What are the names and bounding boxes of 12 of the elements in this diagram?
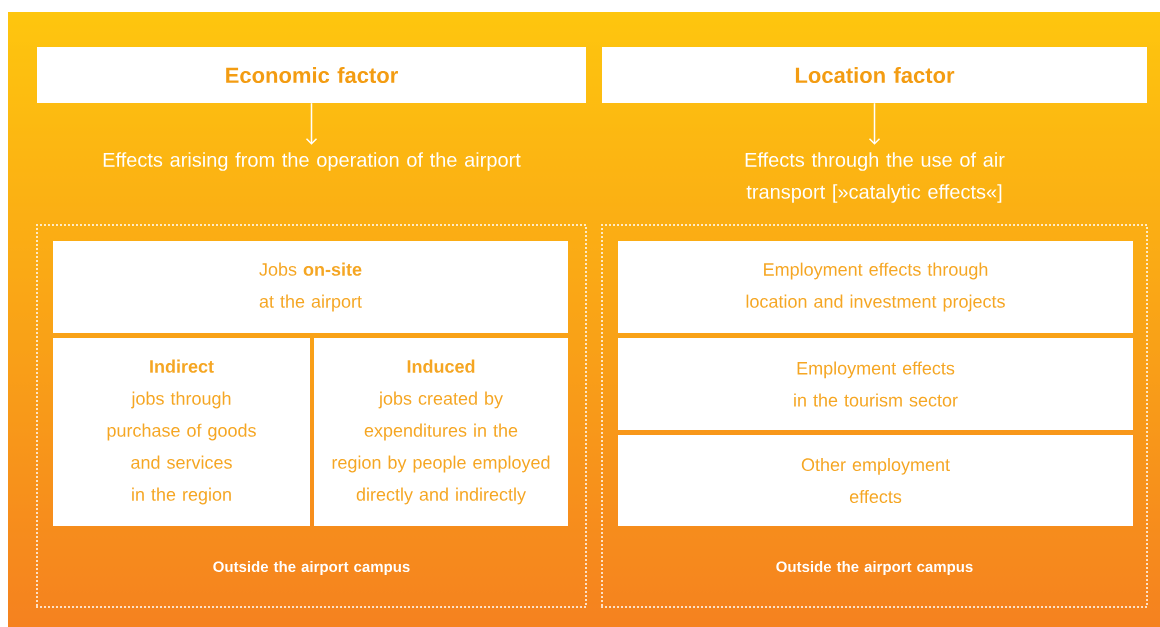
arrow (305, 102, 318, 145)
effect-box: Induced jobs created by expenditures in the region by people employed directly and indirectly (314, 338, 568, 526)
effect-box: Indirect jobs through purchase of goods and services in the region (53, 338, 310, 526)
effect-box: Jobs on-site at the airport (53, 241, 568, 333)
effect-heading: Effects arising from the operation of the airport (103, 152, 521, 171)
effect-heading: Effects through the use of air transport [»catalytic effects«] (745, 152, 1005, 203)
effect-box: Employment effects in the tourism sector (618, 338, 1133, 430)
factor-box: Location factor (602, 47, 1147, 103)
factor-box: Economic factor (37, 47, 586, 103)
effect-box: Other employment effects (618, 435, 1133, 526)
arrow (868, 102, 881, 145)
effect-box: Employment effects through location and investment projects (618, 241, 1133, 333)
